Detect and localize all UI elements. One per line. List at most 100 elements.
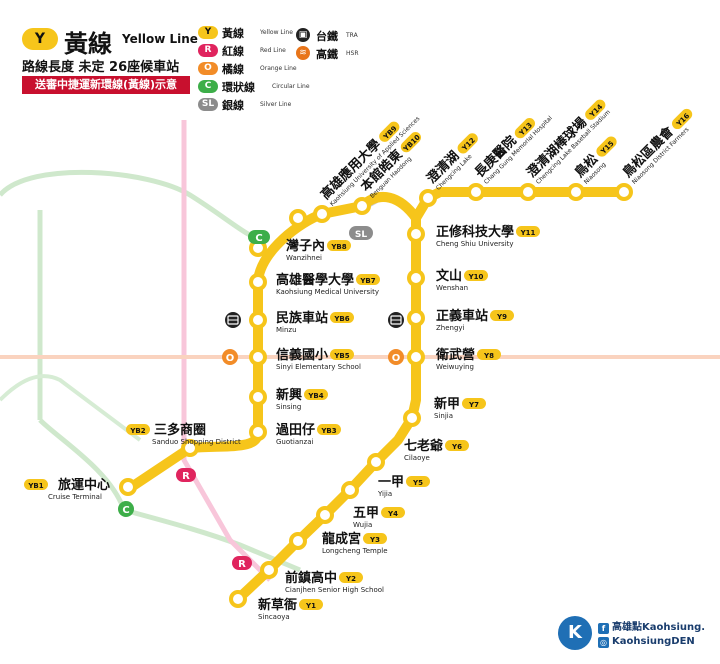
instagram-link[interactable]: ◎KaohsiungDEN: [598, 636, 695, 648]
station-name-en: Wenshan: [436, 284, 468, 292]
badge-text: SL: [355, 230, 367, 240]
badge-text: O: [226, 353, 235, 364]
map-header: Y 黃線 Yellow Line 路線長度 未定 26座候車站 送審中捷運新環線…: [22, 26, 202, 94]
station-code: Y5: [412, 479, 423, 487]
station-marker-yb7[interactable]: [249, 273, 267, 291]
station-marker-y13[interactable]: [467, 183, 485, 201]
transfer-orange-east[interactable]: O: [388, 349, 404, 365]
transfer-circular-south[interactable]: C: [118, 501, 134, 517]
legend-label-en: Silver Line: [260, 101, 292, 108]
station-code: Y11: [520, 229, 536, 237]
transfer-orange-west[interactable]: O: [222, 349, 238, 365]
legend-label-en: TRA: [346, 32, 358, 39]
station-code-badge: [671, 108, 693, 130]
station-marker-y7[interactable]: [403, 409, 421, 427]
transfer-circular-north[interactable]: C: [248, 230, 270, 244]
station-code: Y7: [468, 401, 479, 409]
tra-icon: ▣: [296, 28, 310, 42]
station-marker-yb3[interactable]: [249, 423, 267, 441]
station-code: YB1: [27, 482, 43, 490]
station-name: 前鎮高中: [285, 570, 337, 586]
station-marker-yb2[interactable]: [181, 439, 199, 457]
transfer-silver[interactable]: SL: [349, 226, 373, 240]
station-code-badge: [339, 572, 363, 583]
station-code: YB3: [320, 427, 336, 435]
station-marker-yb1[interactable]: [119, 478, 137, 496]
legend-item-hsr: ≋ 高鐵 HSR: [296, 46, 396, 62]
station-marker-y14[interactable]: [519, 183, 537, 201]
station-code-badge: [126, 424, 150, 435]
station-marker-y10[interactable]: [407, 269, 425, 287]
station-name-en: Sincaoya: [258, 613, 290, 621]
station-name: 民族車站: [276, 310, 328, 326]
station-code-badge: [406, 476, 430, 487]
station-marker-y9[interactable]: [407, 309, 425, 327]
stations-layer: [119, 183, 633, 608]
station-marker-y1[interactable]: [229, 590, 247, 608]
station-marker-y4[interactable]: [316, 506, 334, 524]
station-marker-extra[interactable]: [289, 209, 307, 227]
station-name: 新草衙: [258, 597, 297, 613]
legend-label: 橘線: [222, 63, 244, 76]
station-name-en: Kaohsiung Medical University: [276, 288, 379, 296]
station-marker-y11[interactable]: [407, 225, 425, 243]
station-marker-y12[interactable]: [419, 189, 437, 207]
facebook-label: 高雄點Kaohsiung.: [612, 622, 706, 633]
station-code: Y6: [451, 443, 462, 451]
station-name: 五甲: [353, 506, 379, 521]
station-name: 七老爺: [404, 438, 444, 454]
station-name-en: Minzu: [276, 326, 297, 334]
badge-text: O: [392, 353, 401, 364]
station-marker-yb6[interactable]: [249, 311, 267, 329]
station-code-badge: [445, 440, 469, 451]
legend-label-en: Red Line: [260, 47, 286, 54]
station-code: YB8: [330, 243, 346, 251]
station-name: 過田仔: [275, 422, 315, 438]
transfer-red-south[interactable]: R: [232, 556, 252, 570]
station-code-badge: [596, 136, 617, 157]
station-marker-y15[interactable]: [567, 183, 585, 201]
station-name-en: Wujia: [353, 521, 372, 529]
circular-line-path-2: [0, 374, 142, 442]
station-marker-yb5[interactable]: [249, 348, 267, 366]
legend-label-en: Yellow Line: [260, 29, 293, 36]
station-marker-y5[interactable]: [341, 481, 359, 499]
legend-badge: R: [198, 44, 218, 57]
station-marker-yb4[interactable]: [249, 388, 267, 406]
station-name-en: Sinjia: [434, 412, 453, 420]
station-marker-y3[interactable]: [289, 532, 307, 550]
station-code-badge: [457, 133, 478, 154]
station-marker-y6[interactable]: [367, 453, 385, 471]
station-marker-y2[interactable]: [260, 561, 278, 579]
transfer-red-sanduo[interactable]: R: [176, 468, 196, 482]
station-marker-y8[interactable]: [407, 348, 425, 366]
station-marker-yb10[interactable]: [353, 197, 371, 215]
station-code-badge: [330, 312, 354, 323]
station-name-en: Guotianzai: [276, 438, 314, 446]
instagram-label: KaohsiungDEN: [612, 636, 695, 647]
station-code-badge: [585, 99, 606, 120]
legend-label: 黃線: [222, 27, 244, 40]
station-code: YB2: [129, 427, 145, 435]
legend-label: 紅線: [222, 45, 244, 58]
legend-badge: SL: [198, 98, 218, 111]
station-code-badge: [516, 226, 540, 237]
page-title: 黃線: [64, 30, 112, 58]
circular-line-path: [0, 169, 301, 573]
station-marker-yb9[interactable]: [313, 205, 331, 223]
station-marker-y16[interactable]: [615, 183, 633, 201]
